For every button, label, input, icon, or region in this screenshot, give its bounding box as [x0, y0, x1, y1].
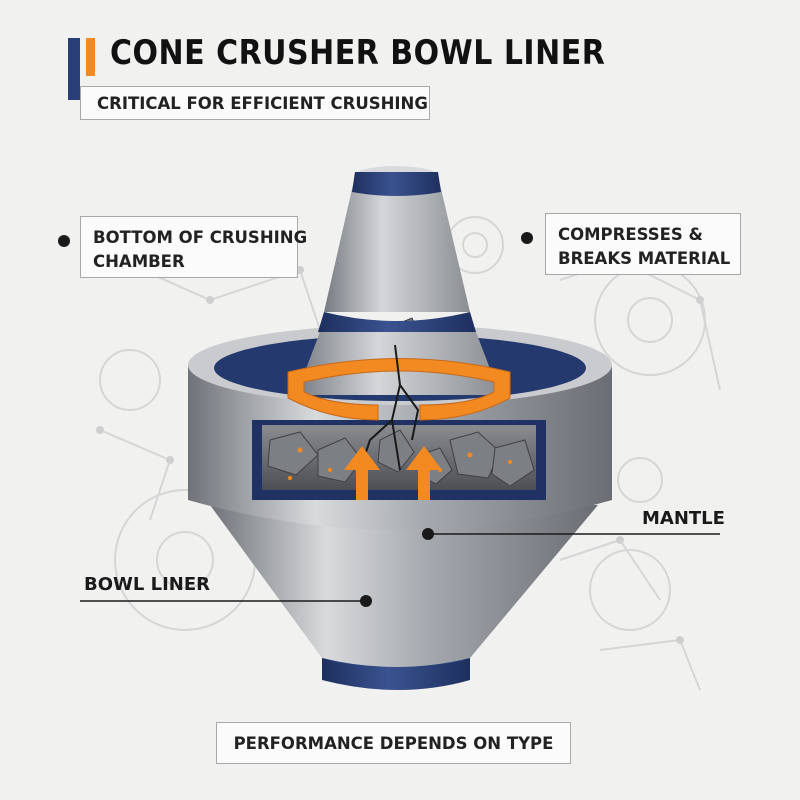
right-callout-box: COMPRESSES & BREAKS MATERIAL	[545, 213, 741, 275]
right-callout-bullet	[521, 232, 533, 244]
subtitle-box: CRITICAL FOR EFFICIENT CRUSHING	[80, 86, 430, 120]
left-callout-bullet	[58, 235, 70, 247]
title-accent-bar-navy	[68, 38, 80, 100]
footer-text: PERFORMANCE DEPENDS ON TYPE	[233, 733, 554, 753]
left-callout-line-2: CHAMBER	[93, 252, 185, 271]
left-callout-box: BOTTOM OF CRUSHING CHAMBER	[80, 216, 308, 278]
bowl-liner-funnel	[210, 505, 598, 667]
force-arrows	[344, 446, 442, 500]
left-callout-line-1: BOTTOM OF CRUSHING	[93, 228, 308, 247]
title-accent-bar-orange	[86, 38, 95, 76]
right-callout-line-2: BREAKS MATERIAL	[558, 249, 731, 268]
subtitle-text: CRITICAL FOR EFFICIENT CRUSHING	[97, 93, 428, 113]
mantle-label: MANTLE	[642, 508, 725, 529]
mantle-pointer-dot	[422, 528, 434, 540]
bowl-liner-pointer-dot	[360, 595, 372, 607]
right-callout-line-1: COMPRESSES &	[558, 225, 703, 244]
footer-box: PERFORMANCE DEPENDS ON TYPE	[216, 722, 571, 764]
page-title: CONE CRUSHER BOWL LINER	[110, 34, 606, 74]
wear-ring	[287, 358, 511, 421]
bowl-liner-label: BOWL LINER	[84, 574, 210, 595]
